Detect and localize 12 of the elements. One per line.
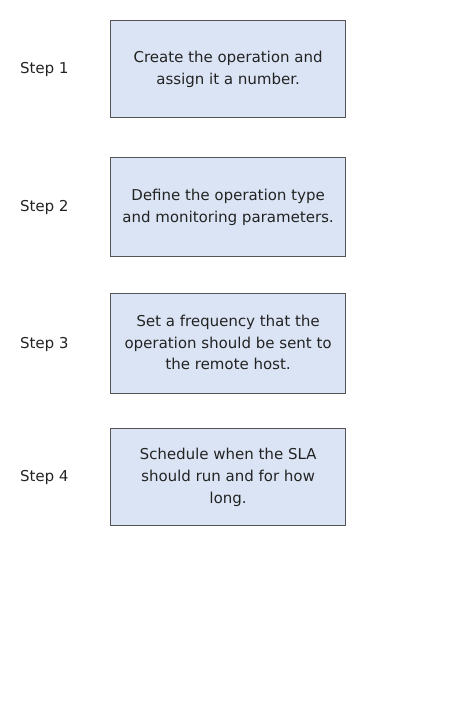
step-label: Step 3 xyxy=(20,334,68,352)
step-label: Step 1 xyxy=(20,59,68,77)
step-label: Step 2 xyxy=(20,197,68,215)
step-box xyxy=(110,20,346,118)
step-description: Set a frequency that the operation should be sent to the remote host. xyxy=(123,310,333,376)
step-box xyxy=(110,428,346,526)
step-label: Step 4 xyxy=(20,467,68,485)
step-box xyxy=(110,157,346,257)
step-box xyxy=(110,293,346,394)
step-description: Create the operation and assign it a number. xyxy=(132,47,324,90)
step-description: Schedule when the SLA should run and for how long. xyxy=(138,444,318,509)
step-description: Define the operation type and monitoring parameters. xyxy=(121,185,335,228)
